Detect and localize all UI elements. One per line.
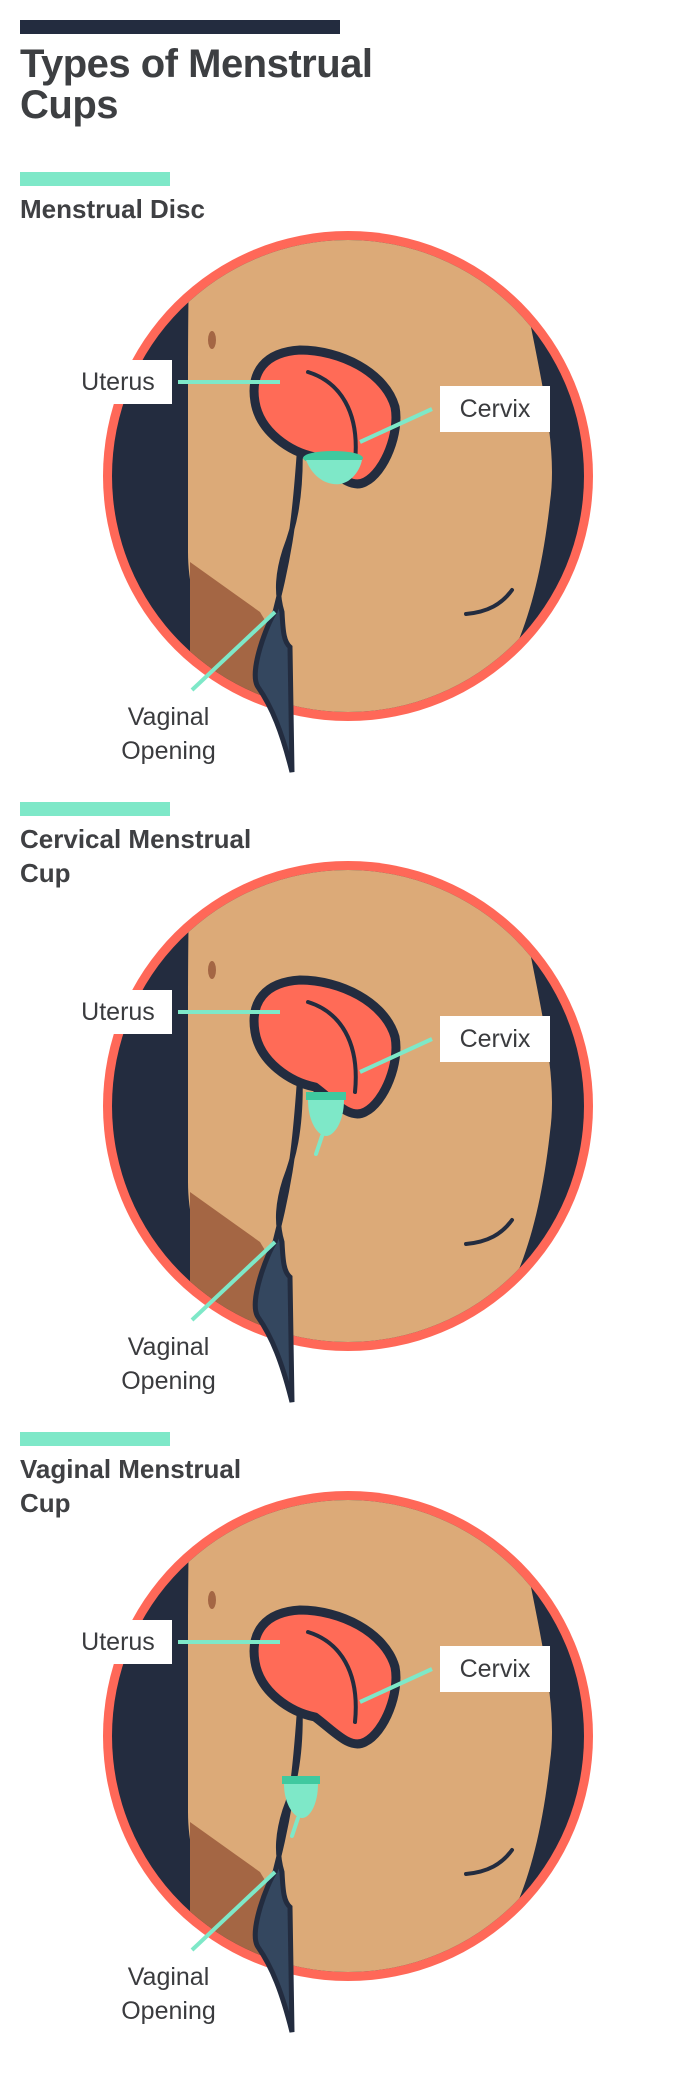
- leg-shadow: [190, 1192, 292, 1342]
- leg-shadow: [190, 562, 292, 712]
- uterus-fold: [306, 1630, 358, 1724]
- label-cervix: Cervix: [440, 1016, 550, 1062]
- section-accent-bar: [20, 172, 170, 186]
- cervical-cup-shape: [308, 1100, 344, 1136]
- label-vaginal-opening: Vaginal Opening: [121, 1333, 216, 1395]
- body-crease: [464, 1848, 514, 1876]
- label-uterus: Uterus: [64, 360, 172, 404]
- page-title: Types of Menstrual Cups: [20, 42, 373, 127]
- header-bar: [20, 20, 340, 34]
- section-vaginal-cup: Vaginal Menstrual Cup Uterus Cervix Vagi…: [0, 1432, 700, 2057]
- anatomy-diagram: [103, 1491, 593, 2033]
- cervix-pointer-line: [359, 407, 433, 444]
- vaginal-canal: [252, 441, 303, 773]
- vaginal-pointer-line: [190, 610, 277, 692]
- label-cervix: Cervix: [440, 386, 550, 432]
- section-menstrual-disc: Menstrual Disc Uterus Cervix Vaginal Ope…: [0, 172, 700, 797]
- section-accent-bar: [20, 802, 170, 816]
- section-title: Cervical Menstrual Cup: [20, 824, 252, 888]
- uterus-shape: [249, 345, 401, 489]
- uterus-shape: [249, 975, 401, 1119]
- vaginal-pointer-line: [190, 1870, 277, 1952]
- section-cervical-cup: Cervical Menstrual Cup Uterus Cervix Vag…: [0, 802, 700, 1427]
- navel: [208, 961, 216, 979]
- label-vaginal-opening: Vaginal Opening: [121, 703, 216, 765]
- cup-rim: [282, 1776, 320, 1784]
- cervix-pointer-line: [359, 1667, 433, 1704]
- vaginal-cup-shape: [284, 1784, 318, 1818]
- section-accent-bar: [20, 1432, 170, 1446]
- uterus-shape: [249, 1605, 401, 1749]
- label-uterus: Uterus: [64, 1620, 172, 1664]
- navel: [208, 1591, 216, 1609]
- uterus-fold: [306, 370, 358, 464]
- menstrual-disc-shape: [306, 460, 362, 485]
- section-title: Vaginal Menstrual Cup: [20, 1454, 242, 1518]
- label-vaginal-opening: Vaginal Opening: [121, 1963, 216, 2025]
- anatomy-diagram: [103, 861, 593, 1403]
- body-crease: [464, 588, 514, 616]
- cervix-pointer-line: [359, 1037, 433, 1074]
- leg-shadow: [190, 1822, 292, 1972]
- label-cervix: Cervix: [440, 1646, 550, 1692]
- body-crease: [464, 1218, 514, 1246]
- label-uterus: Uterus: [64, 990, 172, 1034]
- anatomy-diagram: [103, 231, 593, 773]
- vaginal-pointer-line: [190, 1240, 277, 1322]
- section-title: Menstrual Disc: [20, 194, 205, 224]
- cup-rim: [306, 1092, 346, 1100]
- navel: [208, 331, 216, 349]
- cup-stem: [314, 1134, 324, 1156]
- cup-stem: [290, 1816, 300, 1838]
- vaginal-canal: [252, 1071, 303, 1403]
- uterus-fold: [306, 1000, 358, 1094]
